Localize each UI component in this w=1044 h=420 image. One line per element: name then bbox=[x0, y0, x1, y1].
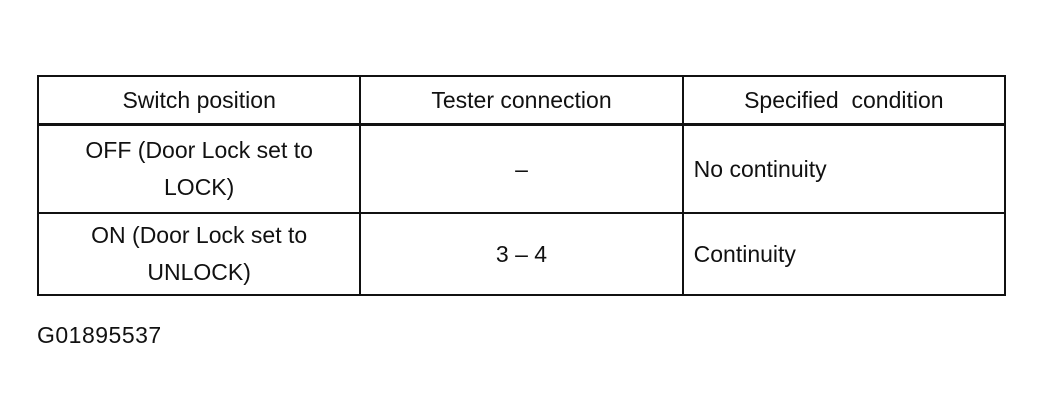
header-row: Switch position Tester connection Specif… bbox=[36, 75, 1007, 126]
table-header: Switch position Tester connection Specif… bbox=[36, 75, 1007, 126]
switch-position-cell: ON (Door Lock set to UNLOCK) bbox=[36, 212, 362, 296]
table-row: OFF (Door Lock set to LOCK) – No continu… bbox=[36, 123, 1007, 214]
figure-id: G01895537 bbox=[37, 322, 162, 348]
specified-condition-cell: Continuity bbox=[681, 212, 1007, 296]
switch-position-line1: ON (Door Lock set to bbox=[91, 222, 308, 248]
header-switch-position: Switch position bbox=[36, 75, 362, 126]
switch-position-line2: LOCK) bbox=[164, 174, 235, 200]
header-tester-connection: Tester connection bbox=[359, 75, 684, 126]
table-body: OFF (Door Lock set to LOCK) – No continu… bbox=[36, 123, 1007, 296]
table-row: ON (Door Lock set to UNLOCK) 3 – 4 Conti… bbox=[36, 212, 1007, 296]
switch-position-line2: UNLOCK) bbox=[147, 259, 251, 285]
switch-position-cell: OFF (Door Lock set to LOCK) bbox=[36, 123, 362, 214]
specification-table: Switch position Tester connection Specif… bbox=[36, 75, 1007, 296]
tester-connection-cell: – bbox=[359, 123, 684, 214]
switch-position-line1: OFF (Door Lock set to bbox=[85, 137, 313, 163]
specified-condition-cell: No continuity bbox=[681, 123, 1007, 214]
tester-connection-cell: 3 – 4 bbox=[359, 212, 684, 296]
header-specified-condition: Specified condition bbox=[681, 75, 1007, 126]
